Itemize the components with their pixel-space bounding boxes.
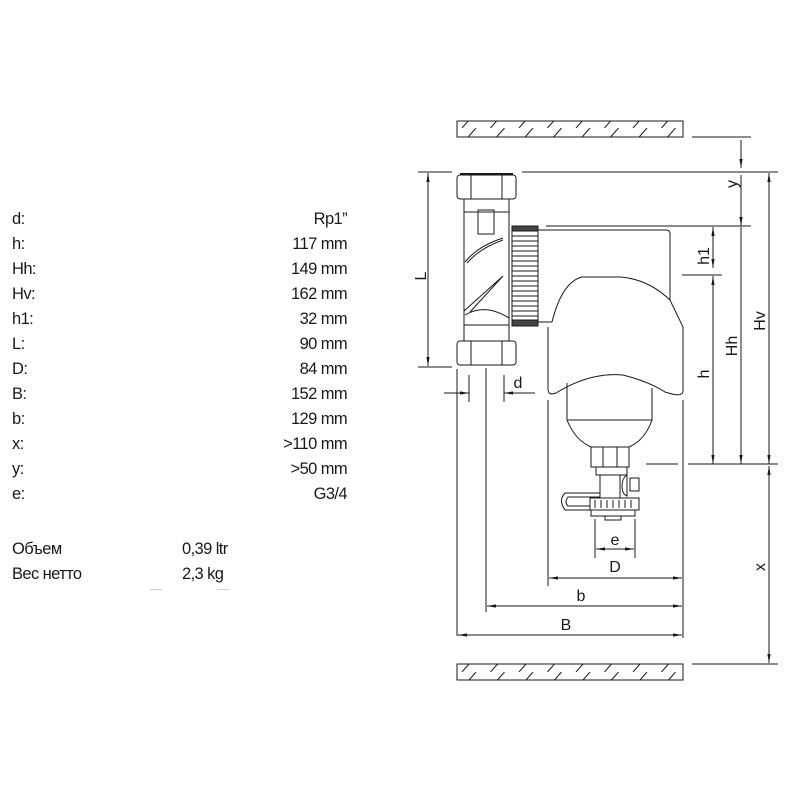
- spec-value: 152 mm: [290, 385, 348, 403]
- spec-row-hh: Hh: 149 mm: [12, 257, 348, 282]
- volume-label: Объем: [12, 540, 62, 558]
- spec-row-d-upper: D: 84 mm: [12, 357, 348, 382]
- label-h: h: [696, 370, 713, 379]
- spec-value: Rp1”: [313, 210, 348, 228]
- spec-label: y:: [12, 460, 24, 478]
- spec-row-x: x: >110 mm: [12, 432, 348, 457]
- label-D: D: [609, 559, 621, 576]
- bottom-wall: [456, 663, 684, 681]
- label-b: b: [577, 588, 586, 605]
- spec-row-b-upper: B: 152 mm: [12, 382, 348, 407]
- spec-label: h1:: [12, 310, 34, 328]
- spec-value: >110 mm: [283, 435, 347, 453]
- label-Hh: Hh: [724, 336, 741, 356]
- spec-label: L:: [12, 335, 25, 353]
- spec-table: d: Rp1” h: 117 mm Hh: 149 mm Hv: 162 mm h1: 3…: [12, 207, 348, 507]
- spec-value: 162 mm: [290, 285, 348, 303]
- spec-label: e:: [12, 485, 25, 503]
- spec-label: Hh:: [12, 260, 36, 278]
- spec-row-l: L: 90 mm: [12, 332, 348, 357]
- volume-value: 0,39 ltr: [182, 540, 228, 558]
- spec-value: 90 mm: [299, 335, 348, 353]
- label-B: B: [561, 617, 572, 634]
- spec-value: G3/4: [313, 485, 348, 503]
- separator-body: [538, 229, 684, 521]
- spec-value: >50 mm: [290, 460, 348, 478]
- dimension-lines: [418, 136, 778, 665]
- weight-value: 2,3 kg: [182, 565, 224, 583]
- label-x: x: [752, 563, 769, 571]
- weight-label: Вес нетто: [12, 565, 82, 583]
- dimension-labels: L d e D b B y h1 h Hh Hv x: [413, 180, 769, 634]
- spec-label: x:: [12, 435, 24, 453]
- spec-value: 149 mm: [290, 260, 348, 278]
- label-e: e: [611, 532, 620, 549]
- spec-value: 84 mm: [299, 360, 348, 378]
- artifact-mark: [217, 589, 229, 590]
- spec-row-h: h: 117 mm: [12, 232, 348, 257]
- spec-row-h1: h1: 32 mm: [12, 307, 348, 332]
- label-l: L: [413, 271, 430, 280]
- weight-row: Вес нетто 2,3 kg: [12, 562, 312, 587]
- spec-label: b:: [12, 410, 25, 428]
- label-d: d: [514, 375, 523, 392]
- spec-value: 117 mm: [292, 235, 347, 253]
- label-y: y: [724, 180, 741, 188]
- knurled-ring: [511, 225, 539, 327]
- extra-specs: Объем 0,39 ltr Вес нетто 2,3 kg: [12, 537, 312, 587]
- label-h1: h1: [696, 247, 713, 265]
- spec-value: 129 mm: [290, 410, 348, 428]
- spec-row-e: e: G3/4: [12, 482, 348, 507]
- spec-label: B:: [12, 385, 27, 403]
- top-wall: [456, 120, 684, 138]
- spec-label: Hv:: [12, 285, 36, 303]
- spec-row-hv: Hv: 162 mm: [12, 282, 348, 307]
- label-Hv: Hv: [752, 311, 769, 331]
- volume-row: Объем 0,39 ltr: [12, 537, 312, 562]
- spec-label: D:: [12, 360, 28, 378]
- pipe-fitting: [456, 173, 517, 366]
- artifact-mark: [150, 589, 162, 590]
- spec-row-y: y: >50 mm: [12, 457, 348, 482]
- spec-value: 32 mm: [299, 310, 348, 328]
- spec-row-b: b: 129 mm: [12, 407, 348, 432]
- spec-label: d:: [12, 210, 25, 228]
- spec-row-d: d: Rp1”: [12, 207, 348, 232]
- spec-label: h:: [12, 235, 25, 253]
